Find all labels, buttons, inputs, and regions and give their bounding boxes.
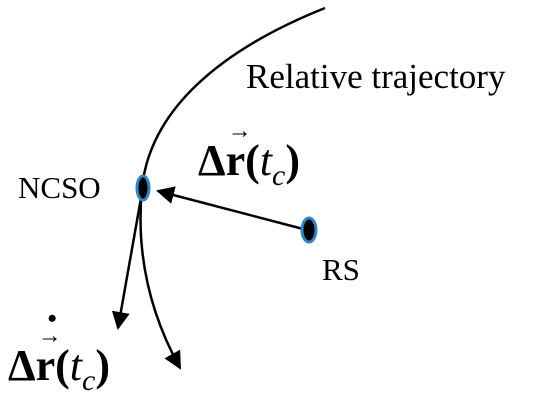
- vector-arrow-accent: →: [37, 323, 62, 349]
- rs-node: [300, 216, 318, 244]
- open-paren: (: [245, 136, 260, 185]
- delta-symbol: Δ: [8, 341, 36, 390]
- time-derivative-dot: •: [47, 304, 57, 333]
- vector-r: →r: [225, 119, 252, 186]
- delta-symbol: Δ: [198, 136, 226, 185]
- relative-velocity-label: Δ•→r(tc): [8, 306, 110, 398]
- subscript-c: c: [82, 364, 96, 397]
- t-symbol: t: [69, 341, 83, 390]
- trajectory-label: Relative trajectory: [246, 57, 506, 96]
- r-symbol: r: [35, 341, 56, 390]
- relative-position-label: Δ→r(tc): [198, 119, 300, 193]
- close-paren: ): [285, 136, 300, 185]
- rs-label: RS: [322, 252, 360, 287]
- relative-velocity-arrow: [111, 197, 143, 330]
- ncso-label: NCSO: [18, 170, 101, 205]
- r-symbol: r: [225, 136, 246, 185]
- vector-r-dot: •→r: [35, 306, 62, 391]
- t-symbol: t: [259, 136, 273, 185]
- ncso-node: [135, 174, 151, 202]
- close-paren: ): [95, 341, 110, 390]
- open-paren: (: [55, 341, 70, 390]
- vector-arrow-accent: →: [227, 118, 252, 144]
- subscript-c: c: [272, 159, 286, 192]
- relative-position-arrow: [156, 186, 308, 232]
